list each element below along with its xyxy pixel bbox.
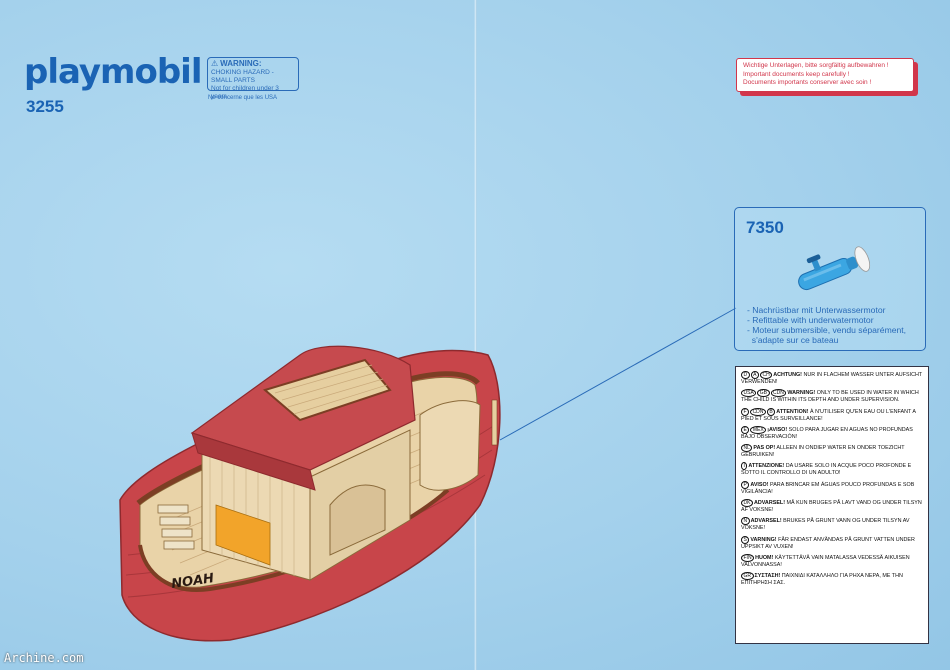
country-code-badge: CDN: [750, 407, 766, 416]
warning-label: PAS OP!: [753, 445, 776, 452]
boat-name: NOAH: [170, 571, 215, 592]
warning-label: ΣΥΣΤΑΣΗ!: [754, 573, 781, 580]
warning-label: ATTENZIONE!: [748, 463, 785, 470]
watermark: Archine.com: [4, 651, 84, 665]
country-code-badge: P: [741, 480, 750, 489]
country-code-badge: USA: [741, 389, 757, 398]
country-code-badge: D: [741, 371, 750, 379]
warning-label: ADVARSEL!: [753, 500, 785, 507]
warning-triangle-icon: ⚠: [211, 59, 219, 68]
warning-label: HUOM!: [755, 554, 774, 561]
warning-text: FÅR ENDAST ANVÄNDAS PÅ GRUNT VATTEN UNDE…: [741, 536, 915, 550]
country-code-badge: CDN: [770, 389, 787, 398]
country-code-badge: GR: [741, 572, 754, 581]
warning-text: ONLY TO BE USED IN WATER IN WHICH THE CH…: [741, 390, 919, 404]
country-code-badge: F: [741, 407, 750, 416]
warning-text: ΠΑΙΧΝΙΔΙ ΚΑΤΑΛΛΗΛΟ ΓΙΑ ΡΗΧΑ ΝΕΡΑ, ΜΕ ΤΗΝ…: [741, 573, 903, 587]
country-code-badge: FIN: [741, 553, 755, 562]
warning-text: SOLO PARA JUGAR EN AGUAS NO PROFUNDAS BA…: [741, 426, 913, 440]
notice-line: Wichtige Unterlagen, bitte sorgfältig au…: [743, 62, 889, 69]
country-code-badge: E: [741, 425, 750, 434]
country-code-badge: A: [750, 371, 759, 379]
warning-text: À N'UTILISER QU'EN EAU OU L'ENFANT A PIE…: [741, 408, 916, 422]
country-code-badge: N: [741, 517, 750, 526]
country-code-badge: GB: [757, 389, 770, 398]
playmobil-logo: playmobil: [24, 52, 202, 92]
warning-label: ACHTUNG!: [773, 372, 802, 378]
country-code-badge: B: [766, 407, 776, 416]
warning-text: DA USARE SOLO IN ACQUE POCO PROFONDE E S…: [741, 463, 912, 477]
country-code-badge: DK: [741, 499, 753, 508]
notice-line: Documents importants conserver avec soin…: [743, 79, 872, 86]
warning-label: VARNING!: [750, 536, 777, 543]
accessory-panel: 7350 - Nachrüstbar mit Unterwassermotor …: [734, 207, 926, 351]
warning-label: WARNING!: [787, 390, 816, 397]
warning-label: AVISO!: [750, 481, 769, 488]
warning-text: BRUKES PÅ GRUNT VANN OG UNDER TILSYN AV …: [741, 518, 910, 532]
set-number: 3255: [26, 97, 64, 116]
country-code-badge: S: [741, 535, 750, 544]
country-code-badge: I: [741, 462, 748, 471]
underwater-motor-icon: [798, 246, 871, 291]
important-documents-notice: Wichtige Unterlagen, bitte sorgfältig au…: [736, 58, 914, 92]
warning-note: Ne concerne que les USA: [208, 95, 278, 101]
country-code-badge: NL: [741, 444, 753, 453]
choking-warning-label: ⚠WARNING: CHOKING HAZARD - SMALL PARTS N…: [207, 57, 299, 100]
warning-text: NUR IN FLACHEM WASSER UNTER AUFSICHT VER…: [741, 372, 923, 385]
accessory-description: - Nachrüstbar mit Unterwassermotor - Ref…: [747, 305, 907, 345]
warning-text: KÄYTETTÄVÄ VAIN MATALASSA VEDESSÄ AIKUIS…: [741, 554, 910, 568]
warning-label: ¡AVISO!: [767, 426, 788, 433]
warning-text: ALLEEN IN ONDIEP WATER EN ONDER TOEZICHT…: [741, 445, 905, 459]
accessory-number: 7350: [746, 218, 784, 237]
warning-text: MÅ KUN BRUGES PÅ LAVT VAND OG UNDER TILS…: [741, 500, 922, 514]
page-fold: [474, 0, 477, 670]
warning-label: ADVARSEL!: [750, 518, 782, 525]
country-code-badge: CH: [759, 371, 773, 379]
country-code-badge: MEX: [750, 425, 767, 434]
warning-line: CHOKING HAZARD - SMALL PARTS: [211, 69, 274, 84]
warning-text: PARA BRINCAR EM ÁGUAS POUCO PROFUNDAS E …: [741, 481, 915, 495]
notice-line: Important documents keep carefully !: [743, 70, 850, 78]
noah-ark-boat-illustration: NOAH: [119, 345, 501, 642]
warning-line: Not for children under 3 years.: [211, 85, 279, 100]
warning-label: ATTENTION!: [776, 408, 809, 415]
